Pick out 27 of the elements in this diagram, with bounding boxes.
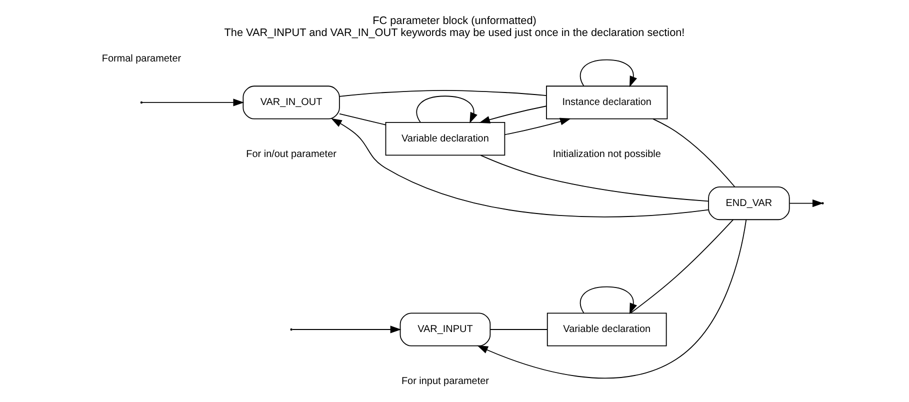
arrow <box>477 219 747 378</box>
arrow <box>416 96 478 124</box>
connector <box>480 154 709 202</box>
connector <box>630 219 734 314</box>
arrow <box>292 326 402 334</box>
connector <box>339 113 386 126</box>
arrow <box>504 118 571 136</box>
arrow <box>330 118 709 218</box>
connector <box>339 90 547 97</box>
node-label: For input parameter <box>401 376 489 387</box>
connector <box>652 118 736 188</box>
node-box: VAR_INPUT <box>400 312 491 346</box>
arrow <box>580 286 637 314</box>
node-label: For in/out parameter <box>246 148 336 160</box>
node-box: Variable declaration <box>546 312 667 346</box>
node-box: Variable declaration <box>385 122 506 156</box>
caption: The VAR_INPUT and VAR_IN_OUT keywords may be used just once in the declaration section! <box>224 26 685 39</box>
node-box: Instance declaration <box>546 86 668 120</box>
connector <box>490 329 548 330</box>
node-box: VAR_IN_OUT <box>242 86 340 120</box>
arrow <box>142 98 244 106</box>
label: Formal parameter <box>102 53 182 64</box>
node-label: Initialization not possible <box>552 148 661 160</box>
arrow <box>580 59 637 88</box>
arrow <box>479 106 547 124</box>
node-box: END_VAR <box>708 186 790 220</box>
diagram-title: FC parameter block (unformatted) <box>372 15 536 28</box>
